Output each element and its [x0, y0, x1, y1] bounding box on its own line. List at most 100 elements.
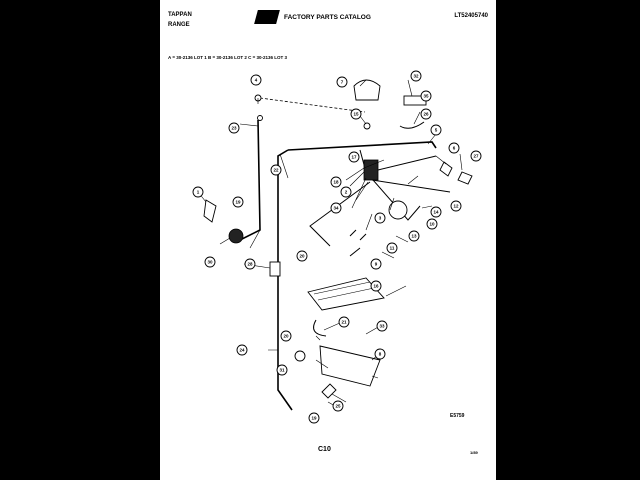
callout-21: 21	[338, 316, 350, 328]
lot-legend: A = 30-2136 LOT 1 B = 30-2136 LOT 2 C = …	[168, 55, 288, 60]
ignitor-module	[228, 228, 244, 244]
diagram-code: E5759	[450, 413, 465, 419]
callout-16: 16	[370, 280, 382, 292]
callout-30: 30	[204, 256, 216, 268]
callout-25: 25	[332, 400, 344, 412]
page-number: C10	[318, 446, 331, 453]
svg-text:2: 2	[345, 190, 348, 195]
svg-text:30: 30	[207, 260, 213, 265]
ignitor-tip	[439, 161, 453, 177]
callout-4: 4	[250, 74, 262, 86]
callout-13: 13	[408, 230, 420, 242]
wci-logo: FACTORY PARTS CATALOG	[254, 10, 376, 24]
callout-35: 35	[420, 90, 432, 102]
broiler-pan-ribs	[313, 281, 375, 301]
callout-24: 24	[236, 344, 248, 356]
connector-clip	[269, 261, 281, 277]
svg-text:12: 12	[453, 204, 459, 209]
valve-head	[353, 79, 381, 101]
leader-lines	[197, 79, 463, 411]
callout-18: 18	[330, 176, 342, 188]
callout-23: 23	[228, 122, 240, 134]
callout-26: 26	[420, 108, 432, 120]
valve-fitting	[321, 383, 337, 399]
callout-27: 27	[470, 150, 482, 162]
svg-text:4: 4	[255, 78, 258, 83]
callout-20-lower: 20	[280, 330, 292, 342]
svg-text:18: 18	[333, 180, 339, 185]
svg-text:1: 1	[197, 190, 200, 195]
callout-5: 5	[430, 124, 442, 136]
svg-text:21: 21	[341, 320, 347, 325]
small-tube	[399, 121, 425, 129]
svg-text:3: 3	[379, 216, 382, 221]
callout-10: 10	[426, 218, 438, 230]
callout-33: 33	[376, 320, 388, 332]
callout-7: 7	[336, 76, 348, 88]
svg-text:31: 31	[279, 368, 285, 373]
svg-text:5: 5	[435, 128, 438, 133]
brand-name: TAPPAN	[168, 12, 192, 18]
exploded-parts-diagram: 1 2 3 4 5 6 7 8 9 10 11 12 13 14 15 16 1…	[192, 70, 482, 424]
svg-text:32: 32	[413, 74, 419, 79]
upper-branch-tube	[377, 155, 437, 171]
callout-15: 15	[350, 108, 362, 120]
model-number: LT52405740	[454, 13, 488, 19]
pilot-orifice	[257, 115, 263, 121]
svg-text:11: 11	[390, 246, 395, 251]
svg-text:22: 22	[273, 168, 279, 173]
burner-bracket	[319, 345, 381, 387]
svg-text:24: 24	[239, 348, 245, 353]
svg-text:7: 7	[341, 80, 344, 85]
callout-28: 28	[244, 258, 256, 270]
svg-text:17: 17	[351, 155, 357, 160]
svg-text:28: 28	[247, 262, 253, 267]
svg-text:10: 10	[429, 222, 435, 227]
svg-text:16: 16	[373, 284, 379, 289]
bracket-left	[203, 199, 217, 223]
svg-text:9: 9	[375, 262, 378, 267]
callout-11: 11	[386, 242, 398, 254]
callout-31: 31	[276, 364, 288, 376]
svg-text:20: 20	[299, 254, 305, 259]
date-code: 1/89	[470, 450, 478, 455]
svg-text:15: 15	[353, 112, 359, 117]
oven-burner-tube	[309, 181, 371, 247]
reference-dashed-line	[259, 97, 366, 113]
orifice-fittings	[349, 229, 367, 257]
callout-34: 34	[330, 202, 342, 214]
electrode-clip	[457, 171, 473, 185]
callout-14: 14	[430, 206, 442, 218]
callout-19-upper: 19	[232, 196, 244, 208]
callout-17: 17	[348, 151, 360, 163]
washer	[363, 122, 371, 130]
svg-text:23: 23	[231, 126, 237, 131]
catalog-page: TAPPAN RANGE FACTORY PARTS CATALOG LT524…	[160, 0, 496, 480]
spark-electrode	[294, 350, 306, 362]
callout-20-upper: 20	[296, 250, 308, 262]
callout-19-lower: 19	[308, 412, 320, 424]
callout-6: 6	[448, 142, 460, 154]
svg-text:6: 6	[453, 146, 456, 151]
callout-32: 32	[410, 70, 422, 82]
left-supply-tube	[239, 119, 261, 241]
main-manifold-pipe	[287, 141, 437, 151]
svg-text:26: 26	[423, 112, 429, 117]
callout-12: 12	[450, 200, 462, 212]
burner-feed-tube	[359, 149, 421, 221]
pilot-tube	[313, 319, 327, 337]
logo-text: FACTORY PARTS CATALOG	[284, 14, 371, 21]
svg-text:33: 33	[379, 324, 385, 329]
svg-text:35: 35	[423, 94, 429, 99]
svg-text:14: 14	[433, 210, 439, 215]
svg-text:19: 19	[235, 200, 241, 205]
svg-text:13: 13	[411, 234, 417, 239]
callout-22: 22	[270, 164, 282, 176]
callout-9: 9	[370, 258, 382, 270]
svg-text:8: 8	[379, 352, 382, 357]
lower-branch-tube	[371, 179, 451, 193]
svg-text:25: 25	[335, 404, 341, 409]
thermostat-disc	[388, 200, 408, 220]
callout-1: 1	[192, 186, 204, 198]
callout-2: 2	[340, 186, 352, 198]
